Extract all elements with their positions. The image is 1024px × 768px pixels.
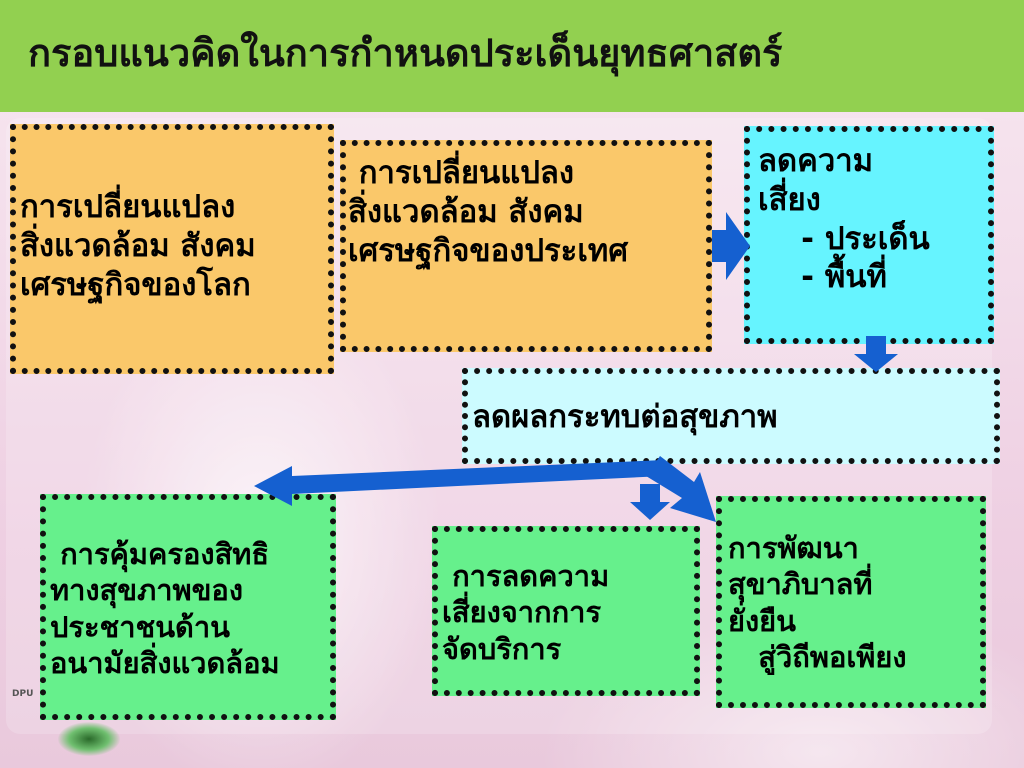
box-rights-protection: การคุ้มครองสิทธิ ทางสุขภาพของ ประชาชนด้า…: [40, 494, 336, 720]
box-sustainable-sanitation-text: การพัฒนา สุขาภิบาลที่ ยั่งยืน สู่วิถีพอเ…: [728, 531, 907, 674]
box-sustainable-sanitation: การพัฒนา สุขาภิบาลที่ ยั่งยืน สู่วิถีพอเ…: [716, 496, 986, 708]
box-world-change: การเปลี่ยนแปลง สิ่งแวดล้อม สังคม เศรษฐกิ…: [10, 124, 334, 374]
box-world-change-text: การเปลี่ยนแปลง สิ่งแวดล้อม สังคม เศรษฐกิ…: [20, 189, 256, 303]
box-service-risk-text: การลดความ เสี่ยงจากการ จัดบริการ: [442, 559, 610, 666]
decorative-swirl: [58, 722, 120, 756]
logo-text: DPU: [12, 689, 34, 699]
box-reduce-risk: ลดความ เสี่ยง - ประเด็น - พื้นที่: [744, 126, 994, 344]
box-reduce-risk-text: ลดความ เสี่ยง - ประเด็น - พื้นที่: [758, 143, 930, 296]
box-reduce-health-impact: ลดผลกระทบต่อสุขภาพ: [462, 368, 1000, 464]
box-nation-change-text: การเปลี่ยนแปลง สิ่งแวดล้อม สังคม เศรษฐกิ…: [348, 155, 629, 269]
box-nation-change: การเปลี่ยนแปลง สิ่งแวดล้อม สังคม เศรษฐกิ…: [340, 140, 712, 352]
box-service-risk: การลดความ เสี่ยงจากการ จัดบริการ: [432, 526, 700, 696]
box-rights-protection-text: การคุ้มครองสิทธิ ทางสุขภาพของ ประชาชนด้า…: [50, 537, 280, 680]
title-bar: กรอบแนวคิดในการกำหนดประเด็นยุทธศาสตร์: [0, 0, 1024, 112]
dpu-logo: DPU: [12, 690, 44, 720]
box-reduce-health-impact-text: ลดผลกระทบต่อสุขภาพ: [472, 399, 778, 435]
slide-title: กรอบแนวคิดในการกำหนดประเด็นยุทธศาสตร์: [28, 31, 783, 75]
